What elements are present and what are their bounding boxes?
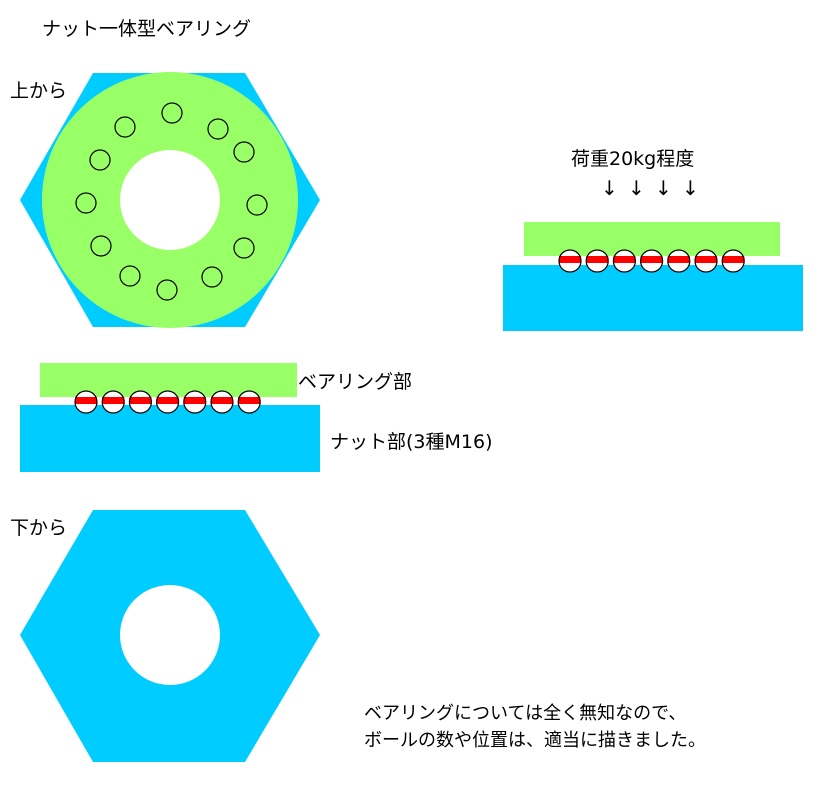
ball [89, 149, 111, 171]
ball [156, 279, 178, 301]
ball-contact-band [238, 397, 261, 404]
ball-outline [74, 390, 98, 414]
ball-outline [639, 249, 664, 273]
ball-outline [585, 249, 609, 273]
ball-outline [558, 249, 582, 273]
ball [201, 266, 223, 288]
ball-contact-band [129, 397, 152, 404]
side-nut-part [20, 405, 320, 472]
ball-outline [612, 249, 637, 273]
load-balls [558, 249, 745, 273]
ball-outline [694, 249, 718, 273]
ball-contact-band [722, 256, 745, 263]
ball-contact-band [613, 256, 636, 263]
ball [161, 102, 183, 124]
load-arrow-icon: ↓ [628, 176, 645, 200]
load-arrow-icon: ↓ [601, 176, 618, 200]
load-arrow-icon: ↓ [682, 176, 699, 200]
ball-outline [128, 390, 152, 414]
ball-contact-band [183, 397, 206, 404]
ball [90, 235, 112, 257]
ball [75, 192, 97, 214]
ball-contact-band [75, 397, 97, 404]
top-view-label: 上から [10, 80, 68, 102]
ball [119, 265, 141, 287]
ball-contact-band [695, 256, 717, 263]
ball [233, 237, 255, 259]
diagram-title: ナット一体型ベアリング [42, 18, 252, 40]
ball [246, 194, 268, 216]
ball-outline [101, 390, 125, 414]
side-balls [74, 390, 261, 414]
ball [233, 141, 255, 163]
ball-outline [721, 249, 745, 273]
top-view-balls [75, 102, 268, 301]
note-line: ボールの数や位置は、適当に描きました。 [364, 730, 706, 751]
ball-outline [183, 390, 207, 414]
load-arrow-icon: ↓ [655, 176, 672, 200]
top-view-center-hole [120, 150, 220, 250]
nut-part-label: ナット部(3種M16) [330, 431, 493, 453]
note: ベアリングについては全く無知なので、 ボールの数や位置は、適当に描きました。 [364, 700, 706, 754]
ball [114, 116, 136, 138]
ball-outline [156, 390, 180, 414]
ball-outline [667, 249, 691, 273]
note-line: ベアリングについては全く無知なので、 [364, 703, 687, 724]
ball-contact-band [211, 397, 233, 404]
ball-outline [237, 390, 261, 414]
load-nut-part [503, 265, 803, 331]
ball-contact-band [667, 256, 690, 263]
bearing-part-label: ベアリング部 [298, 371, 413, 393]
ball [207, 118, 229, 140]
ball-outline [210, 390, 234, 414]
bottom-view-label: 下から [10, 517, 68, 539]
ball-contact-band [640, 256, 663, 263]
ball-contact-band [559, 256, 581, 263]
load-label: 荷重20kg程度 [571, 148, 695, 170]
ball-contact-band [102, 397, 125, 404]
ball-contact-band [156, 397, 179, 404]
ball-contact-band [586, 256, 609, 263]
bottom-view-center-hole [120, 585, 220, 685]
